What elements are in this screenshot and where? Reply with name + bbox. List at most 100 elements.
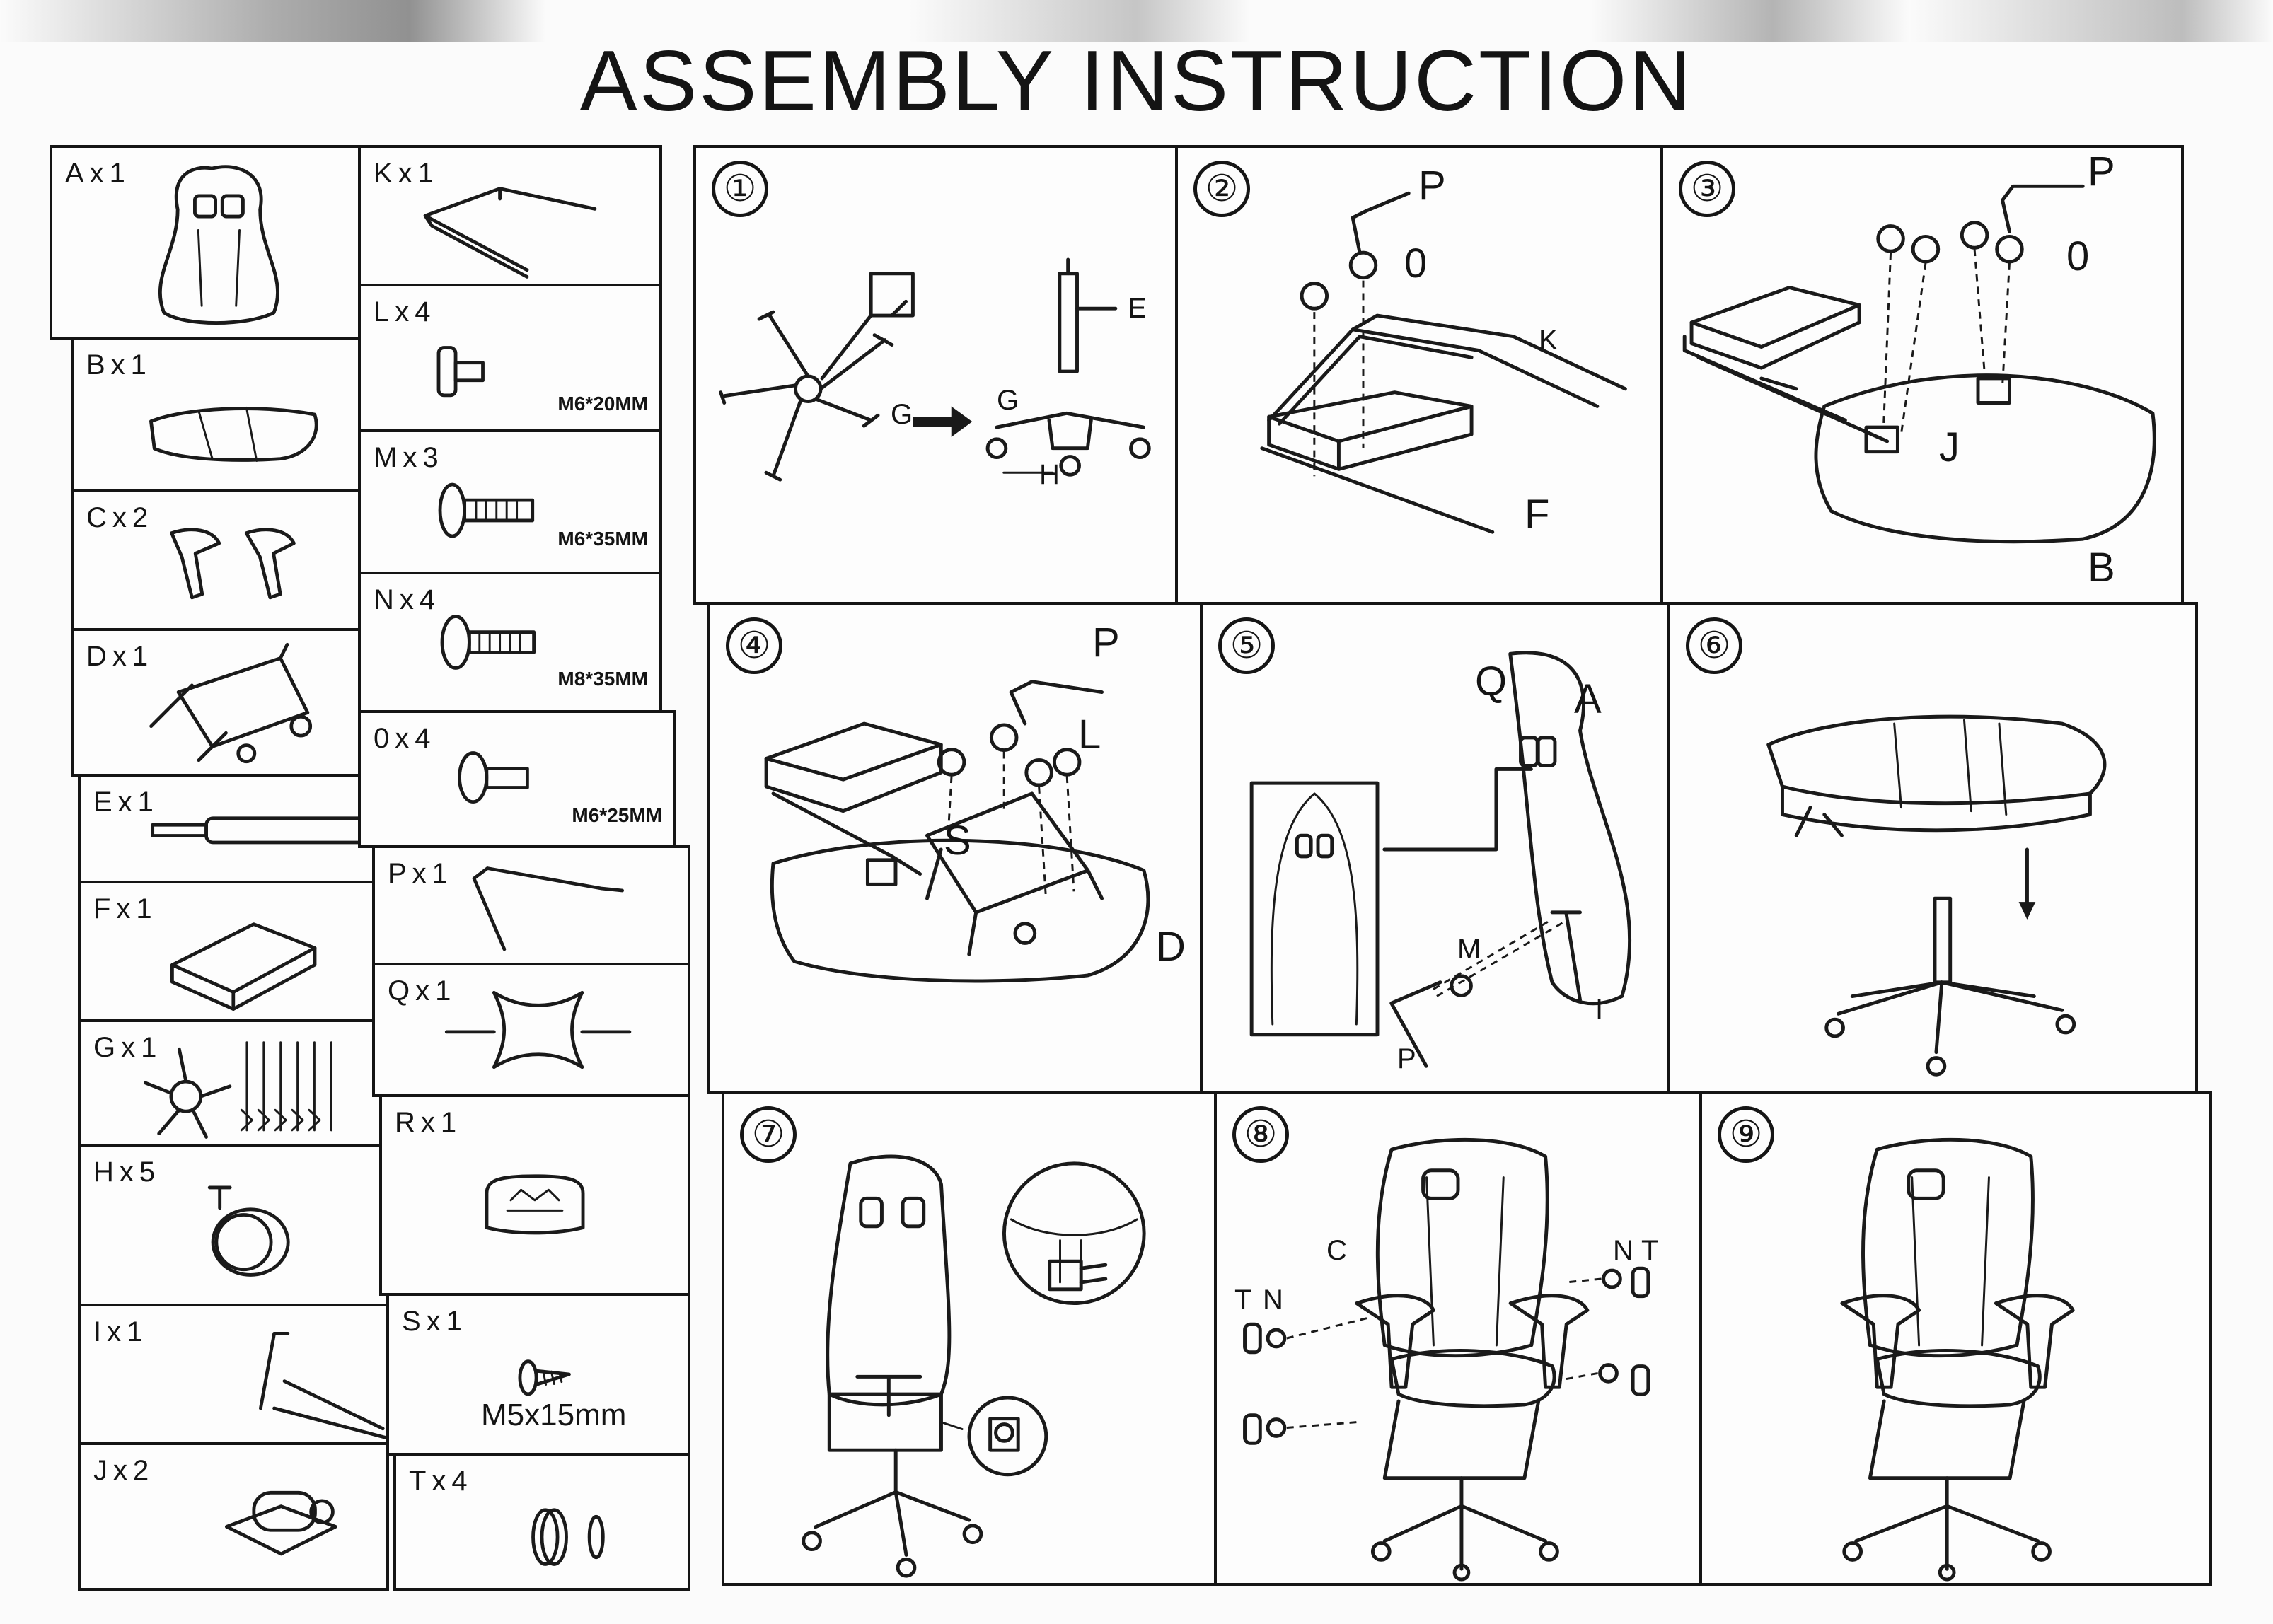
- part-label: Lx4: [374, 296, 436, 327]
- part-cell-l: Lx4 M6*20MM: [358, 284, 662, 432]
- step-number: ⑤: [1218, 617, 1275, 674]
- step-7-panel: ⑦: [722, 1091, 1217, 1586]
- step-9-panel: ⑨: [1699, 1091, 2212, 1586]
- part-cell-m: Mx3 M6*35MM: [358, 429, 662, 574]
- step-2-panel: ② P 0 K F: [1175, 145, 1663, 605]
- callout-label: T: [1234, 1284, 1252, 1316]
- step-number: ①: [712, 161, 768, 217]
- part-cell-q: Qx1: [372, 963, 690, 1097]
- backrest-lock-illustration: [802, 1154, 1146, 1578]
- callout-label: 0: [2066, 233, 2090, 279]
- bolt-m-icon: [438, 482, 535, 538]
- callout-label: P: [1418, 163, 1446, 209]
- connector-icon: [224, 1490, 337, 1556]
- part-cell-p: Px1: [372, 845, 690, 965]
- part-label: 0x4: [374, 723, 436, 754]
- part-label: Ax1: [65, 158, 131, 189]
- part-spec: M6*25MM: [572, 804, 662, 826]
- callout-label: N: [1263, 1284, 1283, 1316]
- part-cell-n: Nx4 M8*35MM: [358, 572, 662, 713]
- part-label: Fx1: [93, 893, 158, 924]
- part-cell-h: Hx5: [78, 1144, 389, 1306]
- callout-label: B: [2088, 545, 2115, 591]
- callout-label: P: [2088, 149, 2115, 195]
- part-label: Tx4: [409, 1466, 473, 1497]
- finished-chair-illustration: [1840, 1137, 2075, 1582]
- callout-label: J: [1939, 424, 1960, 470]
- part-cell-b: Bx1: [71, 337, 361, 492]
- part-cell-r: Rx1: [379, 1094, 690, 1296]
- footrest-frame-icon: [423, 187, 597, 279]
- callout-label: F: [1525, 492, 1550, 538]
- page-title: ASSEMBLY INSTRUCTION: [579, 33, 1694, 129]
- seat-footrest-illustration: [1682, 184, 2156, 544]
- step-number: ⑧: [1232, 1106, 1289, 1163]
- step-4-panel: ④ P L S D: [707, 602, 1203, 1094]
- scan-smudge: [0, 0, 2273, 42]
- callout-label: 0: [1404, 240, 1428, 286]
- callout-label: K: [1539, 325, 1558, 356]
- part-spec: M8*35MM: [557, 668, 648, 690]
- step-5-panel: ⑤ Q A M I P: [1200, 602, 1670, 1094]
- step-3-panel: ③ P 0 J B: [1660, 145, 2184, 605]
- step-8-panel: ⑧ C N T N T: [1214, 1091, 1702, 1586]
- callout-label: G: [891, 399, 913, 430]
- callout-label: Q: [1475, 659, 1508, 704]
- part-label: Hx5: [93, 1156, 161, 1188]
- step-6-panel: ⑥: [1667, 602, 2198, 1094]
- part-cell-g: Gx1: [78, 1019, 382, 1147]
- callout-label: A: [1574, 676, 1602, 722]
- footrest-pad-icon: [170, 922, 317, 1011]
- bolt-l-icon: [436, 346, 485, 398]
- footrest-assembly-illustration: [1260, 191, 1627, 534]
- backrest-icon: [158, 165, 279, 325]
- part-label: Px1: [388, 858, 453, 889]
- part-label: Cx2: [86, 502, 154, 533]
- callout-label: P: [1397, 1043, 1416, 1074]
- seat-icon: [149, 406, 318, 462]
- backrest-attach-illustration: [1249, 651, 1632, 1068]
- callout-label: D: [1156, 924, 1186, 970]
- armrest-icon: [170, 528, 296, 600]
- part-label: Gx1: [93, 1032, 163, 1063]
- part-label: Ix1: [93, 1316, 149, 1347]
- callout-label: G: [997, 385, 1019, 416]
- part-label: Kx1: [374, 158, 439, 189]
- callout-label: I: [1595, 994, 1604, 1025]
- headrest-pillow-icon: [485, 1174, 585, 1235]
- step-number: ③: [1679, 161, 1735, 217]
- part-label: Bx1: [86, 349, 152, 381]
- part-cell-c: Cx2: [71, 489, 361, 631]
- callout-label: P: [1092, 620, 1120, 666]
- part-cell-a: Ax1: [50, 145, 361, 340]
- part-cell-s: Sx1 M5x15mm: [386, 1293, 690, 1456]
- part-cell-j: Jx2: [78, 1442, 389, 1591]
- part-label: Sx1: [402, 1306, 468, 1337]
- base-legs-icon: [144, 1041, 332, 1139]
- part-cell-e: Ex1: [78, 774, 375, 883]
- part-spec: M5x15mm: [481, 1398, 627, 1432]
- bolt-n-icon: [440, 615, 536, 670]
- seat-to-base-illustration: [1766, 714, 2107, 1077]
- part-cell-i: Ix1: [78, 1304, 389, 1445]
- mechanism-attach-illustration: [764, 680, 1150, 983]
- step-number: ④: [726, 617, 782, 674]
- end-cap-icon: [531, 1508, 605, 1566]
- part-label: Mx3: [374, 442, 444, 473]
- step-number: ⑦: [740, 1106, 797, 1163]
- callout-label: L: [1078, 712, 1101, 758]
- step-number: ②: [1193, 161, 1250, 217]
- lumbar-pillow-icon: [444, 990, 632, 1069]
- part-label: Rx1: [395, 1107, 463, 1138]
- gas-lift-icon: [151, 816, 369, 845]
- callout-label: E: [1128, 293, 1147, 324]
- part-cell-o: 0x4 M6*25MM: [358, 710, 676, 848]
- base-assembly-illustration: [719, 257, 1151, 482]
- callout-label: M: [1457, 934, 1481, 965]
- part-label: Jx2: [93, 1455, 155, 1486]
- step-1-panel: ① G E G H: [693, 145, 1178, 605]
- callout-label: S: [944, 818, 971, 864]
- armrest-attach-illustration: [1243, 1137, 1650, 1582]
- back-bracket-icon: [259, 1332, 386, 1440]
- caster-wheel-icon: [207, 1185, 290, 1277]
